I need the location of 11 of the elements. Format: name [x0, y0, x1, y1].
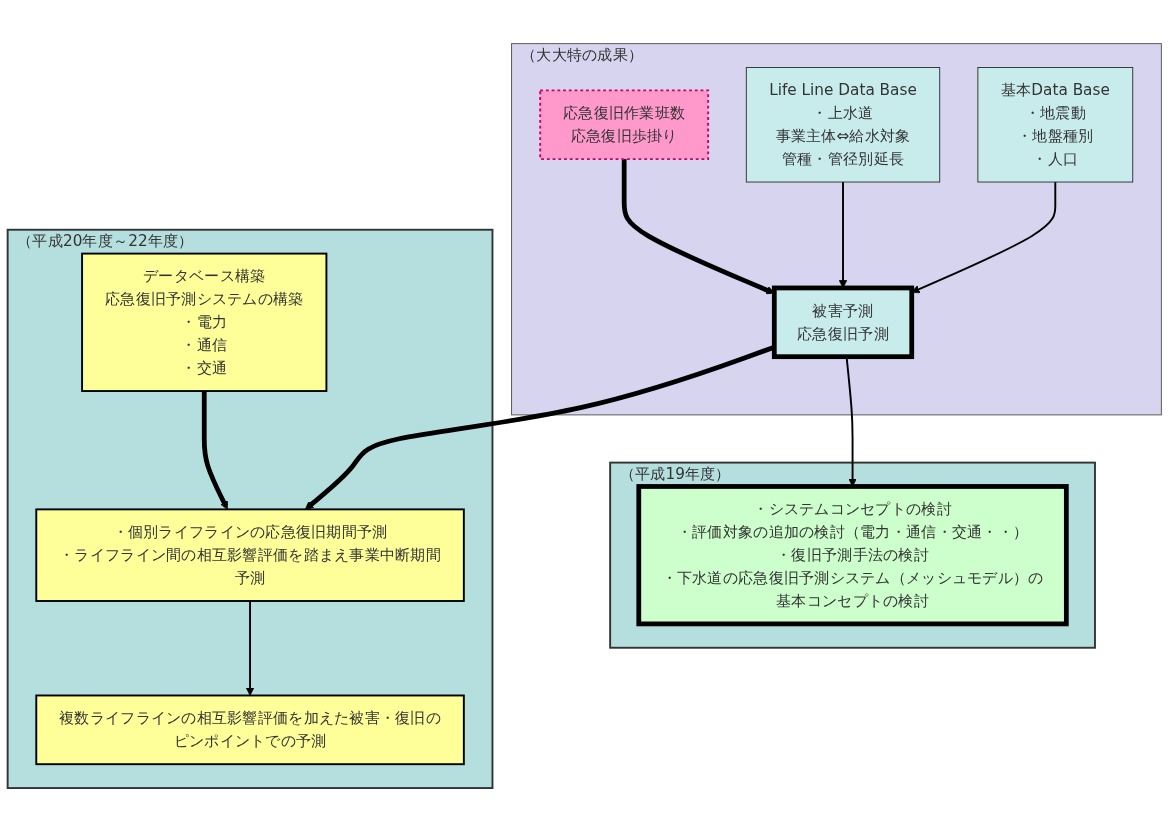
node-box: 応急復旧作業班数 応急復旧歩掛り — [539, 89, 710, 161]
arrow — [201, 391, 228, 510]
node-box: ・個別ライフラインの応急復旧期間予測 ・ライフライン間の相互影響評価を踏まえ事業中断期間予測 — [35, 508, 465, 603]
node-box: 複数ライフラインの相互影響評価を加えた被害・復旧のピンポイントでの予測 — [35, 694, 465, 766]
node-box: ・システムコンセプトの検討 ・評価対象の追加の検討（電力・通信・交通・・） ・復旧予測手法の検討 ・下水道の応急復旧予測システム（メッシュモデル）の基本コンセプトの検討 — [636, 484, 1069, 627]
arrow — [911, 181, 1057, 294]
node-box: Life Line Data Base ・上水道 事業主体⇔給水対象 管種・管径別延長 — [745, 67, 941, 183]
node-box: データベース構築 応急復旧予測システムの構築 ・電力 ・通信 ・交通 — [81, 252, 328, 393]
arrow — [245, 600, 255, 696]
node-box: 被害予測 応急復旧予測 — [771, 285, 915, 360]
node-box: 基本Data Base ・地震動 ・地盤種別 ・人口 — [977, 67, 1134, 183]
